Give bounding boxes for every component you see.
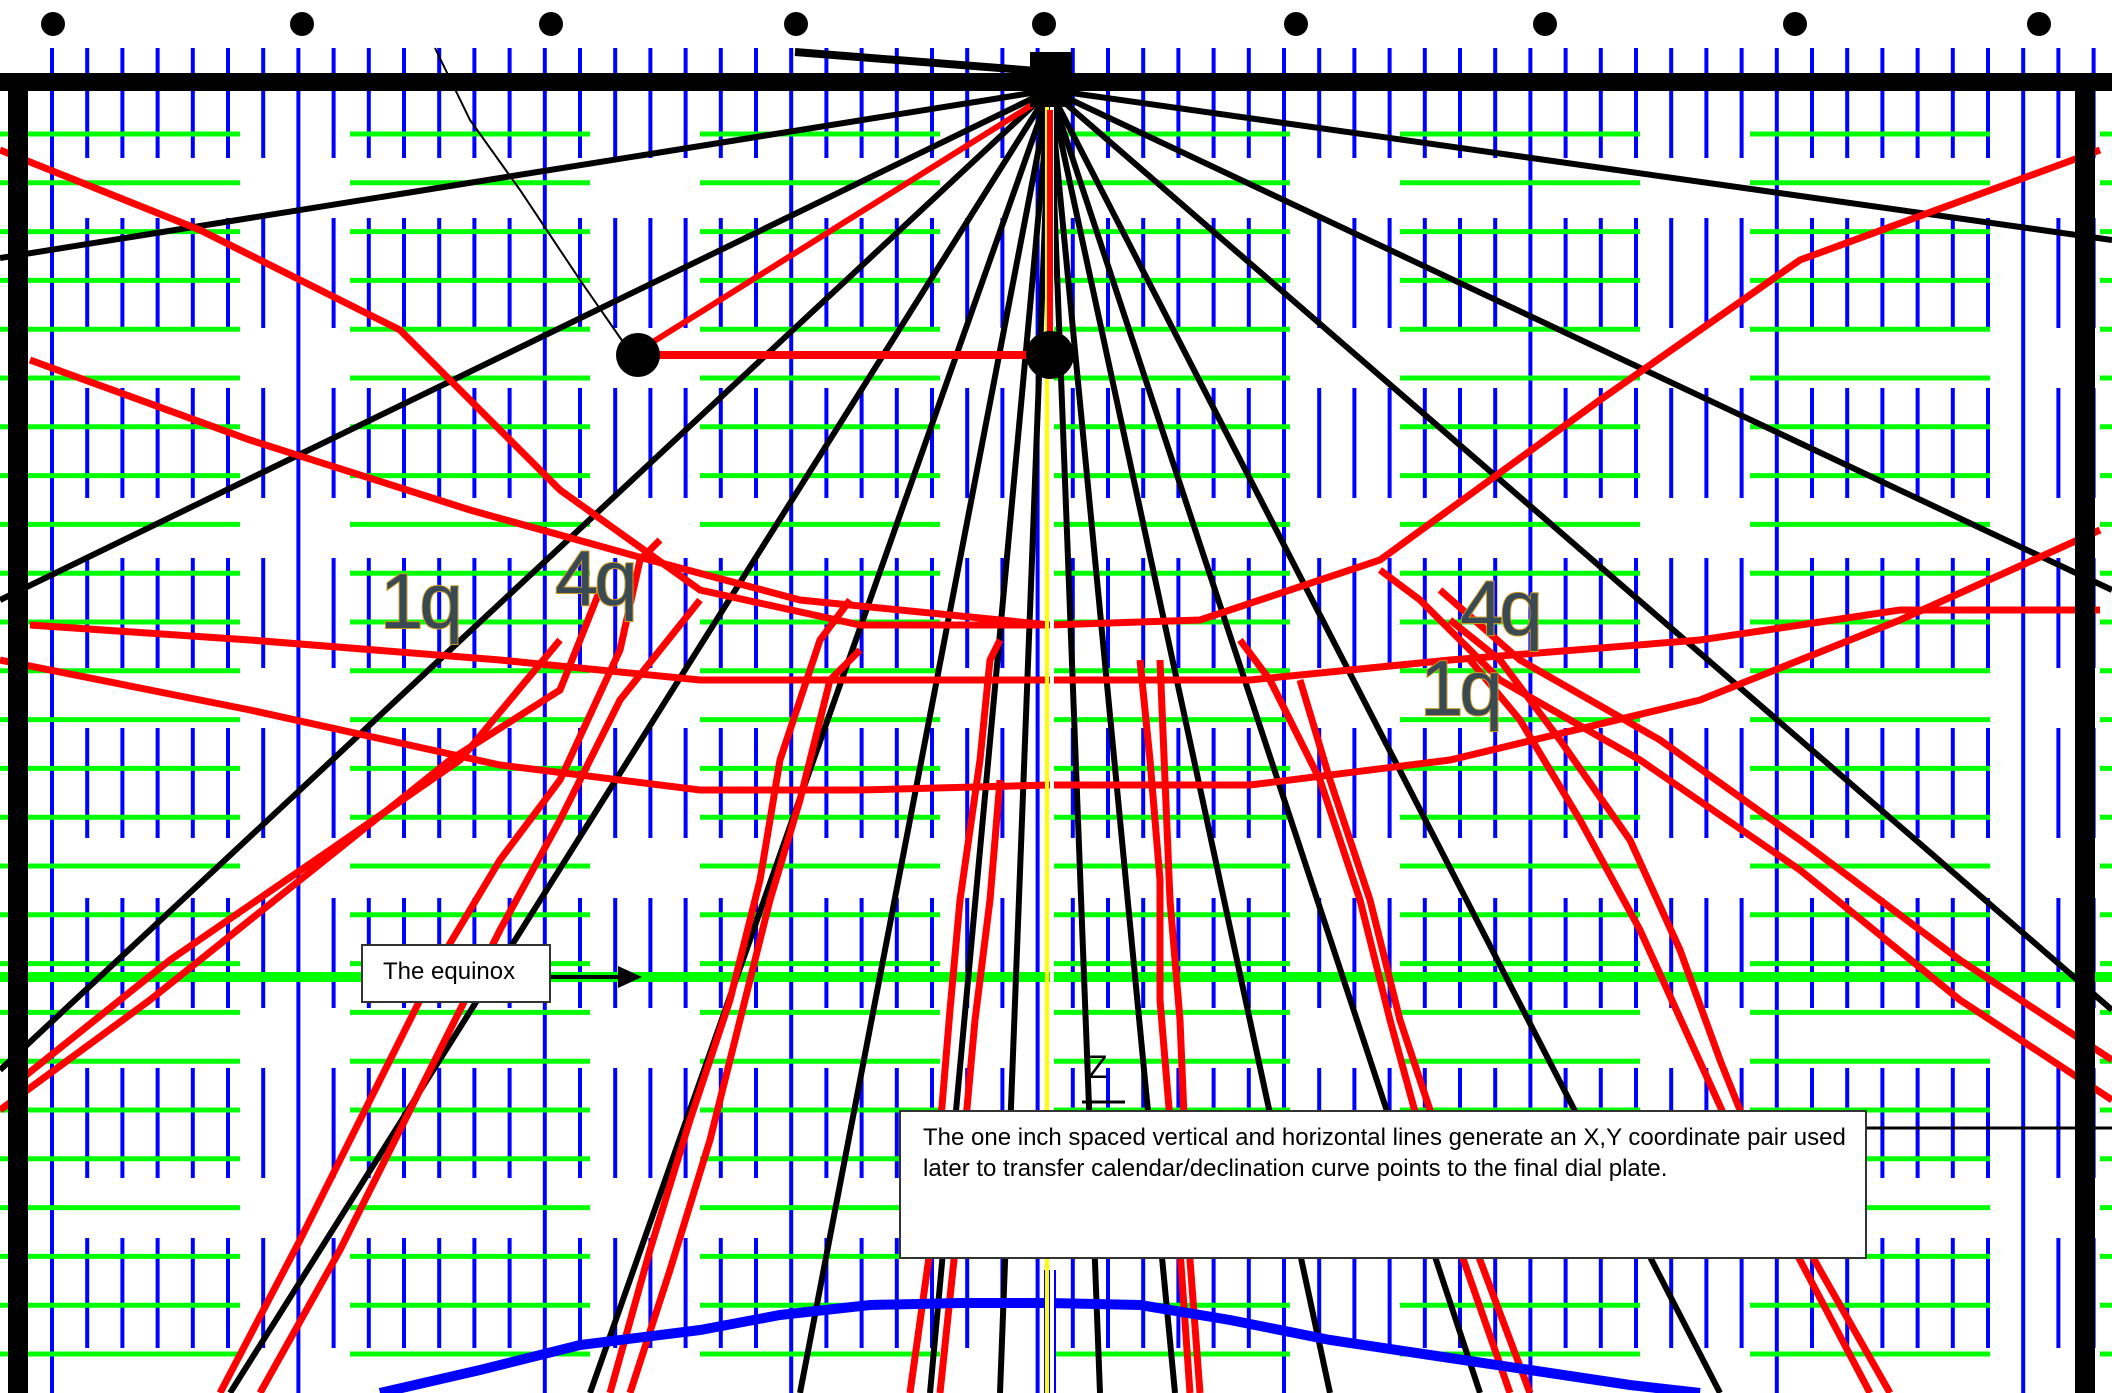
hour-line [797,89,1053,1393]
quadrant-label-right-4q: 4q [1460,564,1539,652]
hour-line [0,87,1051,261]
hour-line [1048,87,2112,1013]
hour-line [1048,87,2112,593]
reference-dot [1032,12,1056,36]
declination-curve [216,537,663,1393]
declination-curve [17,637,563,1083]
nodus-red-diagonal [638,97,1042,353]
black-top-bar [794,48,1051,76]
nodus-point-right [1026,331,1074,379]
nodus-point-left [616,333,660,377]
grid-note-callout: The one inch spaced vertical and horizon… [899,1110,1867,1259]
equinox-callout-text: The equinox [383,958,516,985]
frame [0,73,2112,1393]
quadrant-label-left-4q: 4q [555,534,634,622]
quadrant-label-right-1q: 1q [1420,644,1499,732]
hour-line [227,88,1053,1393]
declination-curve [1377,567,2112,1103]
hour-lines [0,87,2112,1393]
hour-line [0,87,1053,1073]
equinox-arrow-head [618,966,642,988]
z-mark: Z [1088,1049,1108,1085]
reference-dot [2027,12,2051,36]
style-line [434,47,631,353]
declination-curve [606,597,853,1393]
declination-curve [626,647,863,1393]
reference-dot [1533,12,1557,36]
declination-curve [28,356,1051,629]
reference-dot [784,12,808,36]
top-reference-dots [41,12,2051,36]
equinox-callout: The equinox [361,944,551,1003]
quadrant-label-left-1q: 1q [380,557,459,645]
reference-dot [539,12,563,36]
declination-curve [1437,587,2112,1063]
reference-dot [1284,12,1308,36]
hour-line [587,89,1053,1393]
hour-line [1049,87,2112,243]
reference-dot [290,12,314,36]
grid-note-text: The one inch spaced vertical and horizon… [923,1124,1846,1182]
declination-curve [936,779,1004,1393]
declination-curve [0,146,2102,629]
reference-dot [1783,12,1807,36]
reference-dot [41,12,65,36]
declination-curve [1296,678,1534,1393]
declination-curve [1156,659,1204,1393]
hour-line [0,87,1052,603]
